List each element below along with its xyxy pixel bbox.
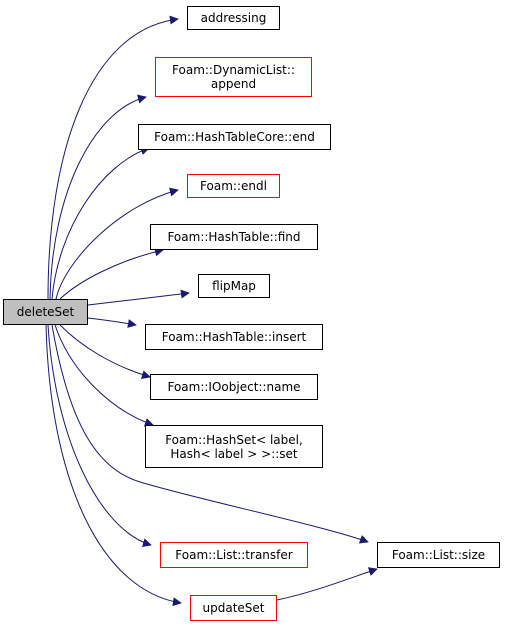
- edge-updateset-to-list-size: [276, 567, 378, 601]
- edge-deleteSet-to-addressing: [47, 15, 179, 300]
- node-hashtable-find[interactable]: Foam::HashTable::find: [150, 224, 318, 250]
- node-label-line: Foam::HashTable::find: [167, 230, 301, 244]
- node-label-line: Hash< label > >::set: [170, 446, 298, 461]
- node-label-line: append: [210, 77, 257, 91]
- edge-deleteSet-to-hashtablecore-end: [51, 146, 150, 300]
- node-endl[interactable]: Foam::endl: [187, 174, 280, 198]
- edge-deleteSet-to-hashtable-insert: [87, 317, 137, 328]
- node-label-line: Foam::HashSet< label,: [165, 432, 303, 447]
- node-ioobject-name[interactable]: Foam::IOobject::name: [150, 374, 318, 400]
- edge-deleteSet-to-list-transfer: [47, 324, 152, 548]
- edge-deleteSet-to-hashset-set: [54, 324, 154, 427]
- edge-deleteSet-to-endl: [55, 187, 179, 300]
- edge-deleteSet-to-ioobject-name: [59, 324, 151, 379]
- node-list-transfer[interactable]: Foam::List::transfer: [160, 542, 308, 568]
- node-list-size[interactable]: Foam::List::size: [377, 542, 500, 568]
- edge-deleteSet-to-updateset: [45, 324, 182, 607]
- node-label-line: Foam::DynamicList::: [172, 63, 295, 77]
- edge-deleteSet-to-flipmap: [87, 289, 190, 306]
- node-hashtable-insert[interactable]: Foam::HashTable::insert: [145, 324, 323, 350]
- edge-deleteSet-to-list-size: [51, 324, 369, 544]
- node-updateset[interactable]: updateSet: [190, 595, 277, 621]
- node-addressing[interactable]: addressing: [187, 6, 280, 30]
- node-label-line: flipMap: [212, 279, 256, 293]
- node-dynamiclist-append[interactable]: Foam::DynamicList::append: [155, 57, 312, 97]
- node-hashtablecore-end[interactable]: Foam::HashTableCore::end: [138, 124, 331, 150]
- edge-deleteSet-to-hashtable-find: [59, 247, 164, 300]
- node-label-line: deleteSet: [16, 305, 75, 319]
- node-label-line: Foam::endl: [200, 179, 267, 193]
- node-root-deleteset[interactable]: deleteSet: [3, 299, 88, 325]
- edge-deleteSet-to-dynamiclist-append: [49, 94, 147, 300]
- node-label-line: updateSet: [202, 601, 265, 615]
- node-flipmap[interactable]: flipMap: [198, 274, 270, 298]
- node-label-line: Foam::List::transfer: [175, 548, 293, 562]
- node-hashset-set[interactable]: Foam::HashSet< label,Hash< label > >::se…: [145, 425, 323, 468]
- node-label-line: Foam::List::size: [391, 548, 486, 562]
- node-label-line: Foam::IOobject::name: [167, 380, 301, 394]
- node-label-line: addressing: [200, 11, 267, 25]
- node-label-line: Foam::HashTableCore::end: [154, 130, 315, 144]
- node-label-line: Foam::HashTable::insert: [161, 330, 307, 344]
